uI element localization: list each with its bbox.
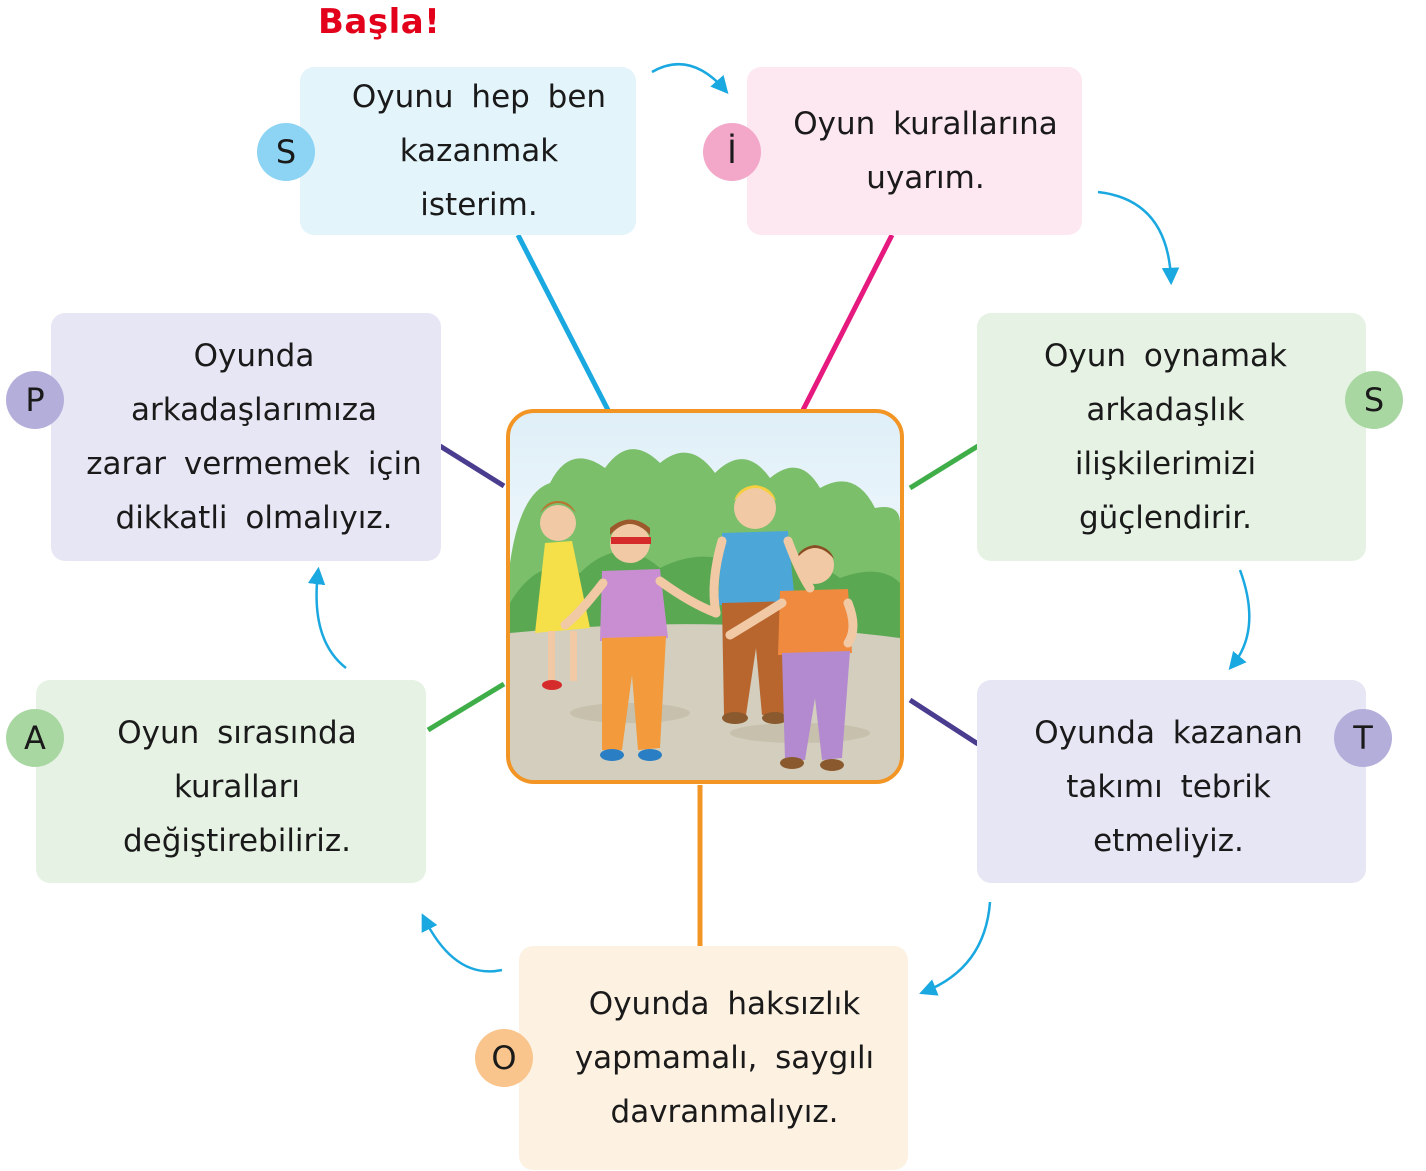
arrow-i-to-s2 xyxy=(1097,190,1180,286)
arrow-s1-to-i xyxy=(651,63,729,94)
spoke-p xyxy=(438,443,506,489)
start-title: Başla! xyxy=(318,2,441,42)
box-o: Oyunda haksızlık yapmamalı, saygılı davr… xyxy=(519,946,908,1170)
box-a-text: Oyun sırasında kuralları değiştirebiliri… xyxy=(117,714,357,859)
box-s1-text: Oyunu hep ben kazanmak isterim. xyxy=(351,79,607,223)
box-s1: Oyunu hep ben kazanmak isterim. xyxy=(300,67,636,235)
spoke-i xyxy=(800,233,895,412)
arrow-t-to-o xyxy=(919,901,992,996)
badge-p: P xyxy=(6,371,64,429)
arrow-a-to-p xyxy=(307,566,347,669)
spoke-s2 xyxy=(908,443,980,491)
children-playing-image xyxy=(510,449,900,780)
box-s2-text: Oyun oynamak arkadaşlık ilişkilerimizi g… xyxy=(1044,338,1287,536)
badge-a: A xyxy=(6,709,64,767)
arrow-o-to-a xyxy=(421,913,503,973)
box-t-text: Oyunda kazanan takımı tebrik etmeliyiz. xyxy=(1034,714,1303,859)
spoke-t xyxy=(908,697,980,747)
center-illustration xyxy=(506,409,904,784)
badge-o: O xyxy=(475,1029,533,1087)
spoke-a xyxy=(426,681,506,733)
badge-s1: S xyxy=(257,123,315,181)
box-i-text: Oyun kurallarına uyarım. xyxy=(793,106,1058,196)
badge-t: T xyxy=(1334,709,1392,767)
box-a: Oyun sırasında kuralları değiştirebiliri… xyxy=(36,680,426,883)
arrow-s2-to-t xyxy=(1228,569,1251,671)
box-i: Oyun kurallarına uyarım. xyxy=(747,67,1082,235)
box-t: Oyunda kazanan takımı tebrik etmeliyiz. xyxy=(977,680,1366,883)
box-s2: Oyun oynamak arkadaşlık ilişkilerimizi g… xyxy=(977,313,1366,561)
box-o-text: Oyunda haksızlık yapmamalı, saygılı davr… xyxy=(574,986,875,1130)
box-p-text: Oyunda arkadaşlarımıza zarar vermemek iç… xyxy=(86,338,422,536)
badge-i: İ xyxy=(703,123,761,181)
badge-s2: S xyxy=(1345,371,1403,429)
box-p: Oyunda arkadaşlarımıza zarar vermemek iç… xyxy=(51,313,441,561)
spoke-s1 xyxy=(515,233,611,412)
